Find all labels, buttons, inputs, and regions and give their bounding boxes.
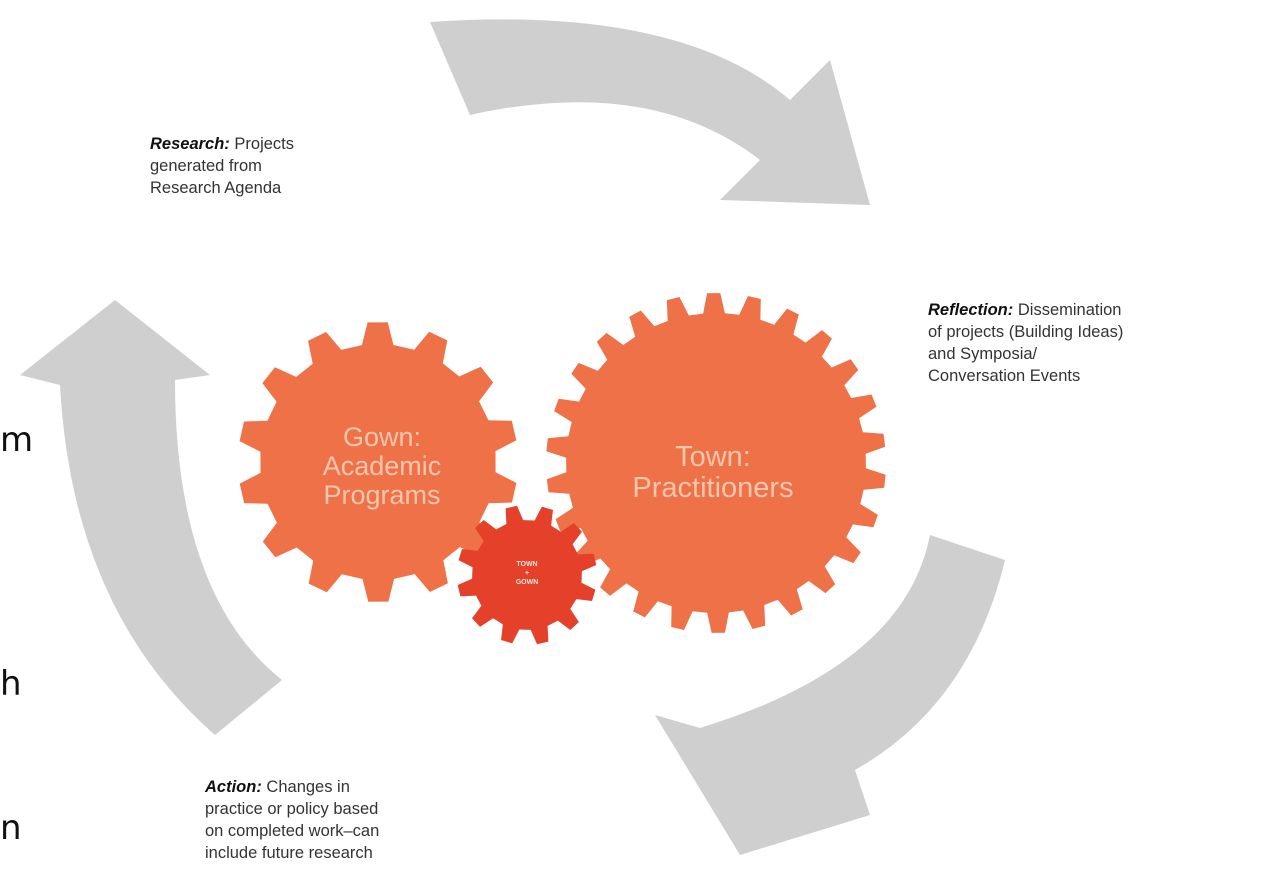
right-arrow xyxy=(655,535,1005,855)
gown-gear xyxy=(239,322,517,602)
research-label: Research: Projects generated from Resear… xyxy=(150,133,390,199)
gown-gear-text-3: Programs xyxy=(323,480,440,510)
town-gear xyxy=(546,293,886,633)
small-gear-text-3: GOWN xyxy=(516,579,539,586)
reflection-text-3: and Symposia/ xyxy=(928,345,1038,363)
town-gear-text-2: Practitioners xyxy=(632,472,793,504)
gown-gear-text-1: Gown: xyxy=(343,422,421,452)
research-title: Research: xyxy=(150,135,230,153)
reflection-text-4: Conversation Events xyxy=(928,367,1081,385)
small-gear-text-1: TOWN xyxy=(516,561,537,568)
action-text-1: Changes in xyxy=(266,778,350,796)
reflection-text-1: Dissemination xyxy=(1017,301,1122,319)
reflection-label: Reflection: Dissemination of projects (B… xyxy=(928,299,1258,387)
top-arrow xyxy=(430,19,870,205)
research-text-2: generated from xyxy=(150,157,262,175)
action-title: Action: xyxy=(205,778,262,796)
action-text-3: on completed work–can xyxy=(205,822,380,840)
cropped-text-1: m xyxy=(0,420,34,460)
left-arrow xyxy=(20,300,282,735)
small-gear-text-2: + xyxy=(525,570,529,577)
town-gown-gear xyxy=(457,505,597,645)
town-gear-text-1: Town: xyxy=(675,441,751,473)
action-text-4: include future research xyxy=(205,844,373,862)
gown-gear-text-2: Academic xyxy=(323,451,442,481)
cropped-text-2: h xyxy=(0,664,22,704)
reflection-text-2: of projects (Building Ideas) xyxy=(928,323,1124,341)
action-label: Action: Changes in practice or policy ba… xyxy=(205,776,465,864)
cropped-text-3: n xyxy=(0,808,22,848)
reflection-title: Reflection: xyxy=(928,301,1014,319)
research-text-3: Research Agenda xyxy=(150,179,282,197)
research-text-1: Projects xyxy=(234,135,294,153)
action-text-2: practice or policy based xyxy=(205,800,379,818)
